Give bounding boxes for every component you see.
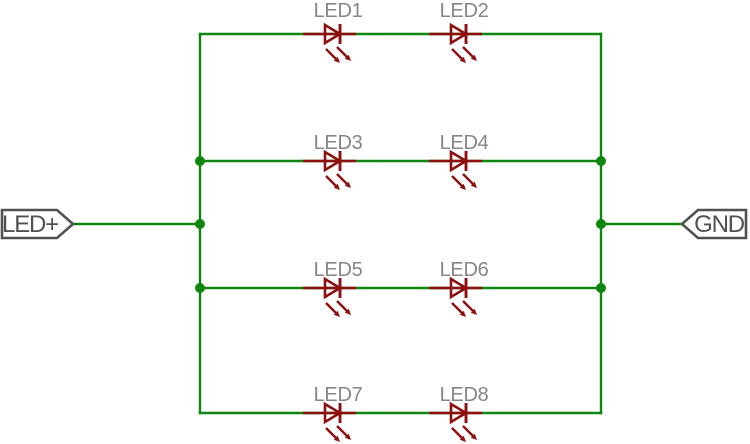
- led-body: [427, 401, 484, 444]
- led-body: [301, 276, 358, 319]
- junction-dot: [596, 219, 606, 229]
- led-symbol[interactable]: LED8: [427, 384, 489, 444]
- junction-dot: [596, 283, 606, 293]
- led-symbol[interactable]: LED5: [301, 259, 363, 319]
- led-reference: LED4: [440, 132, 489, 154]
- net-label-gnd[interactable]: GND: [680, 208, 748, 240]
- led-reference: LED3: [314, 132, 363, 154]
- net-label-text: GND: [694, 211, 745, 238]
- junction-dot: [596, 156, 606, 166]
- junction-dot: [195, 283, 205, 293]
- led-reference: LED7: [314, 384, 363, 406]
- led-symbol[interactable]: LED4: [427, 132, 489, 192]
- junction-dot: [195, 156, 205, 166]
- led-body: [427, 149, 484, 192]
- led-reference: LED8: [440, 384, 489, 406]
- led-reference: LED5: [314, 259, 363, 281]
- led-symbol[interactable]: LED2: [427, 0, 489, 65]
- net-label-text: LED+: [2, 211, 58, 238]
- led-body: [301, 22, 358, 65]
- net-label-outline: [0, 208, 75, 240]
- net-label-outline: [680, 208, 748, 240]
- led-body: [301, 401, 358, 444]
- junction-dot: [195, 219, 205, 229]
- led-reference: LED1: [314, 0, 363, 22]
- led-body: [427, 22, 484, 65]
- led-symbol[interactable]: LED3: [301, 132, 363, 192]
- led-symbol[interactable]: LED1: [301, 0, 363, 65]
- led-reference: LED6: [440, 259, 489, 281]
- led-symbol[interactable]: LED7: [301, 384, 363, 444]
- led-symbol[interactable]: LED6: [427, 259, 489, 319]
- led-body: [427, 276, 484, 319]
- net-label-led-plus[interactable]: LED+: [0, 208, 75, 240]
- led-reference: LED2: [440, 0, 489, 22]
- led-body: [301, 149, 358, 192]
